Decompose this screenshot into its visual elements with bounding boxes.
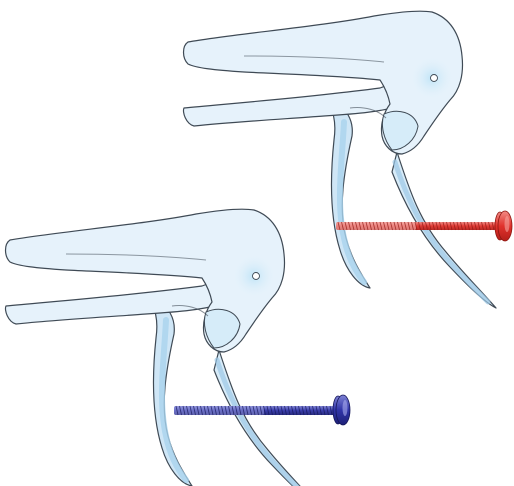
upper-thumb-screw <box>336 211 512 241</box>
lower-speculum <box>5 209 318 486</box>
lower-thumb-screw <box>174 395 350 425</box>
